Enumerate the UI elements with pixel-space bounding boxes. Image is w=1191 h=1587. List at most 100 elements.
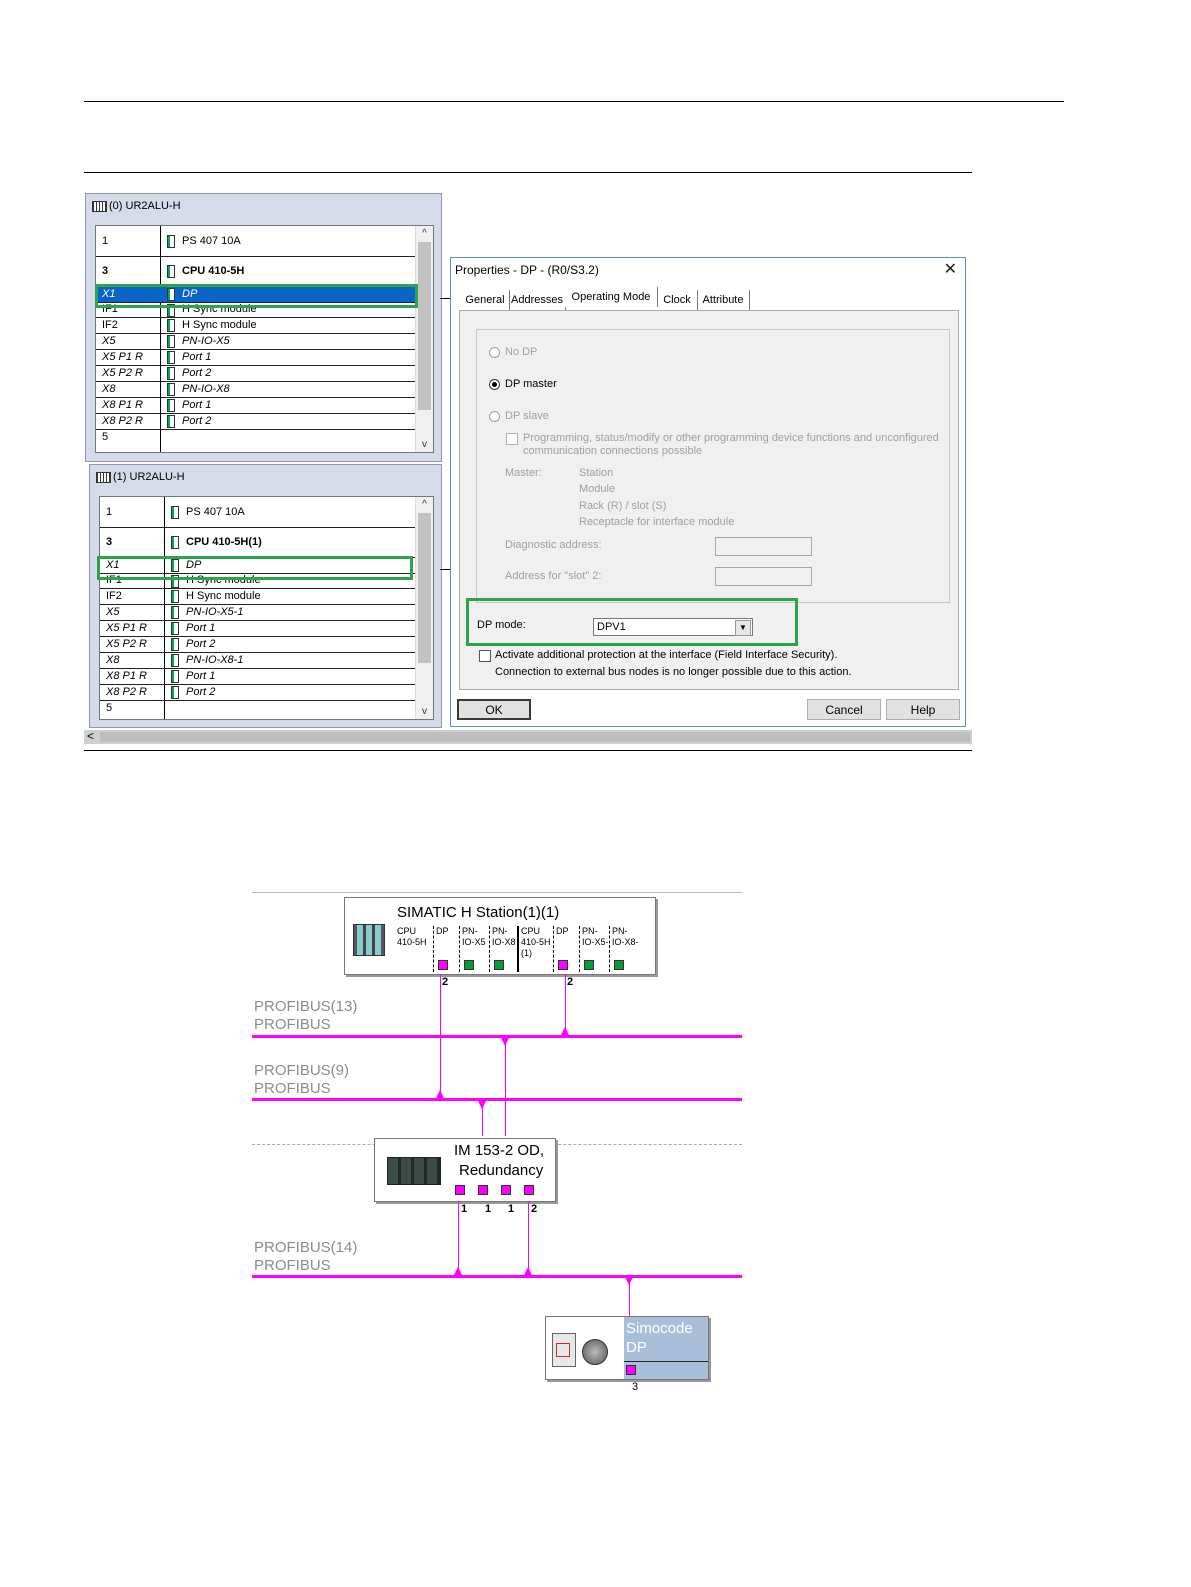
mode-group: No DP DP master DP slave Programming, st…	[476, 329, 950, 603]
cancel-button[interactable]: Cancel	[807, 699, 881, 720]
station-module-label: PN-	[612, 926, 628, 936]
port-icon[interactable]	[524, 1185, 534, 1195]
address-slot2-field[interactable]	[715, 567, 812, 586]
im-153-2-device[interactable]: IM 153-2 OD, Redundancy	[374, 1138, 556, 1202]
rack-row[interactable]: 5	[96, 429, 415, 445]
close-icon[interactable]: ✕	[943, 261, 957, 278]
programming-label-2: communication connections possible	[523, 445, 703, 457]
port-icon[interactable]	[455, 1185, 465, 1195]
profibus-13-line[interactable]	[252, 1035, 742, 1038]
no-dp-radio[interactable]	[489, 347, 500, 358]
station-module-col[interactable]: PN-IO-X5	[459, 926, 490, 972]
slot-number: 5	[106, 702, 113, 714]
port-icon[interactable]	[438, 960, 448, 970]
port-icon[interactable]	[584, 960, 594, 970]
rack-1-scrollbar[interactable]: ^ v	[415, 497, 433, 719]
field-security-checkbox[interactable]	[479, 650, 491, 662]
bus-tap-icon	[561, 1027, 569, 1035]
master-station: Station	[579, 467, 614, 479]
tab-attribute[interactable]: Attribute	[697, 290, 750, 310]
scroll-down-icon[interactable]: v	[422, 439, 427, 450]
profibus-14-line[interactable]	[252, 1275, 742, 1278]
tab-addresses[interactable]: Addresses	[509, 290, 566, 310]
dp-master-radio[interactable]	[489, 379, 500, 390]
dp-slave-radio[interactable]	[489, 411, 500, 422]
slot-number: X5	[106, 606, 120, 618]
port-icon[interactable]	[626, 1365, 636, 1375]
scroll-up-icon[interactable]: ^	[422, 228, 427, 239]
column-divider	[164, 497, 165, 719]
chevron-down-icon[interactable]: ▼	[735, 620, 751, 636]
slot-number: 3	[106, 536, 113, 548]
slot-number: X1	[106, 559, 120, 571]
rack-row[interactable]: 5	[100, 700, 415, 716]
tab-clock[interactable]: Clock	[657, 290, 698, 310]
module-name: Port 1	[186, 670, 216, 682]
port-icon[interactable]	[501, 1185, 511, 1195]
slot-number: X8 P2 R	[102, 415, 143, 427]
module-icon	[167, 303, 175, 317]
slot-number: X5 P2 R	[106, 638, 147, 650]
scroll-thumb[interactable]	[418, 242, 431, 410]
programming-checkbox[interactable]	[506, 433, 518, 445]
scroll-up-icon[interactable]: ^	[422, 499, 427, 510]
slot-number: 5	[102, 431, 109, 443]
module-name: Port 1	[186, 622, 216, 634]
tab-operating-mode[interactable]: Operating Mode	[565, 287, 658, 307]
tab-general[interactable]: General	[461, 290, 510, 310]
station-module-col[interactable]: DP	[433, 926, 460, 972]
station-port-label: 2	[567, 976, 574, 988]
scroll-thumb[interactable]	[100, 732, 970, 742]
station-module-col[interactable]: DP	[553, 926, 580, 972]
station-module-label: PN-	[582, 926, 598, 936]
diagnostic-address-field[interactable]	[715, 537, 812, 556]
scroll-left-icon[interactable]: <	[87, 729, 95, 743]
simocode-dp-device[interactable]: Simocode DP	[545, 1316, 709, 1380]
station-module-col[interactable]: PN-IO-X8	[489, 926, 518, 972]
scroll-thumb[interactable]	[418, 513, 431, 663]
dp-slave-label: DP slave	[505, 410, 549, 422]
dp-mode-select[interactable]: DPV1 ▼	[593, 618, 753, 636]
station-module-col[interactable]: PN-IO-X5-	[579, 926, 610, 972]
port-icon[interactable]	[478, 1185, 488, 1195]
station-module-label: IO-X5-	[582, 937, 609, 947]
im-port-label: 1	[485, 1203, 492, 1215]
port-icon[interactable]	[558, 960, 568, 970]
port-icon[interactable]	[464, 960, 474, 970]
rack-0-scrollbar[interactable]: ^ v	[415, 226, 433, 452]
profibus-9-line[interactable]	[252, 1098, 742, 1101]
port-icon[interactable]	[494, 960, 504, 970]
module-icon	[171, 536, 179, 549]
port-icon[interactable]	[614, 960, 624, 970]
station-module-col[interactable]: PN-IO-X8-	[609, 926, 640, 972]
scroll-down-icon[interactable]: v	[422, 706, 427, 717]
help-button[interactable]: Help	[886, 699, 960, 720]
ok-button[interactable]: OK	[457, 699, 531, 720]
horizontal-scrollbar[interactable]: <	[84, 729, 972, 744]
